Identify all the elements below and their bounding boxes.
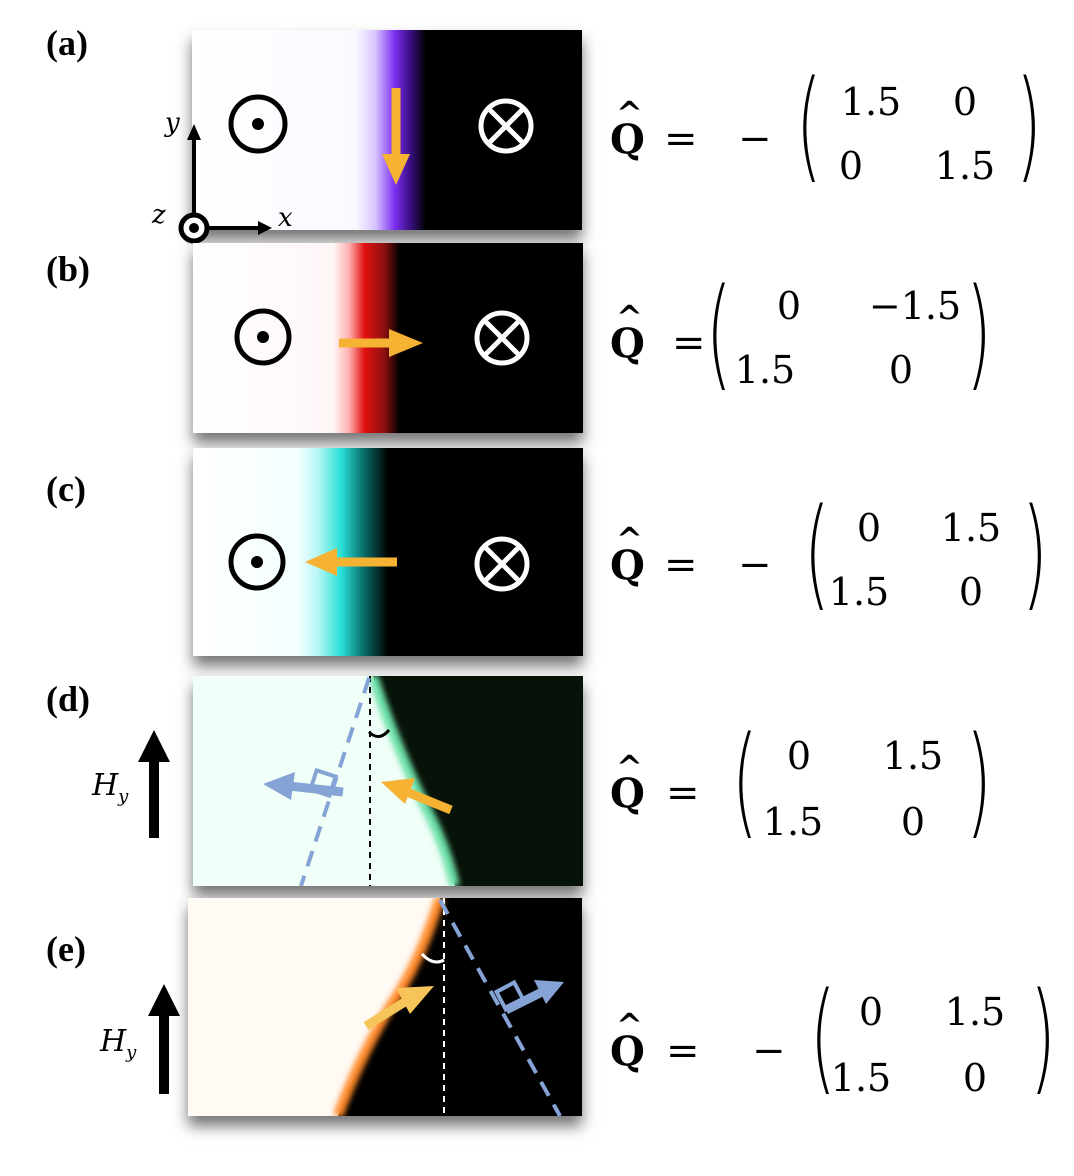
matrix-cell: 1.5 (830, 1056, 892, 1100)
magnetization-arrow-icon (382, 88, 410, 185)
wall-direction-line (438, 899, 562, 1116)
z-axis-label: z (152, 200, 166, 230)
matrix-cell: 1.5 (882, 734, 944, 778)
out-of-plane-dot-icon (234, 308, 292, 366)
wall-normal-arrow-icon (263, 767, 344, 800)
matrix-cell: 0 (952, 80, 978, 124)
angle-arc-icon (420, 952, 445, 964)
left-paren: ( (804, 484, 830, 623)
left-paren: ( (796, 56, 822, 195)
matrix-cell: 1.5 (934, 144, 996, 188)
matrix-cell: 1.5 (734, 348, 796, 392)
panel-label-d: (d) (46, 679, 90, 719)
q-symbol: ^Q (610, 298, 645, 367)
domain-wall-panel-b (193, 243, 583, 433)
matrix-cell: 0 (856, 506, 882, 550)
panel-c-background (193, 448, 583, 656)
matrix-cell: 1.5 (944, 990, 1006, 1034)
into-plane-cross-icon (474, 536, 530, 592)
equation-d: ^Q = ( 0 1.5 1.5 0 ) (610, 722, 1060, 856)
q-symbol: ^Q (610, 520, 645, 589)
panel-d-dark-domain (373, 676, 583, 886)
panel-label-e: (e) (46, 929, 86, 969)
angle-arc-icon (367, 728, 391, 738)
field-label-d: Hy (92, 768, 129, 807)
panel-d-image (193, 676, 583, 886)
panel-a-image (192, 30, 582, 230)
matrix-cell: 1.5 (940, 506, 1002, 550)
matrix-cell: 1.5 (840, 80, 902, 124)
equation-c: ^Q = − ( 0 1.5 1.5 0 ) (610, 494, 1060, 630)
equation-a: ^Q = − ( 1.5 0 0 1.5 ) (610, 66, 1060, 204)
matrix-cell: 0 (962, 1056, 988, 1100)
equals-sign: = (666, 770, 700, 816)
panel-e-dark-domain (338, 898, 582, 1116)
equation-e: ^Q = − ( 0 1.5 1.5 0 ) (610, 978, 1060, 1114)
magnetization-arrow-icon (339, 329, 423, 357)
magnetization-arrow-icon (381, 778, 453, 815)
right-paren: ) (1030, 968, 1056, 1107)
magnetization-arrow-icon (305, 548, 397, 576)
out-of-plane-dot-icon (228, 533, 286, 591)
right-paren: ) (1016, 56, 1042, 195)
matrix-sign: − (752, 1028, 786, 1074)
into-plane-cross-icon (478, 98, 534, 154)
field-arrow-d-icon (138, 730, 170, 838)
equals-sign: = (664, 116, 698, 162)
matrix-cell: 0 (958, 570, 984, 614)
domain-wall-panel-d (193, 676, 583, 886)
field-arrow-e-icon (148, 984, 180, 1094)
left-paren: ( (706, 264, 732, 403)
q-symbol: ^Q (610, 94, 645, 163)
matrix-sign: − (738, 542, 772, 588)
domain-wall-panel-e (188, 898, 582, 1116)
magnetization-arrow-icon (363, 986, 434, 1030)
panel-label-a: (a) (46, 23, 88, 63)
panel-d-domain-wall (368, 676, 460, 886)
matrix-cell: 0 (776, 284, 802, 328)
panel-a-background (192, 30, 582, 230)
matrix-cell: 0 (900, 800, 926, 844)
matrix-cell: −1.5 (868, 284, 962, 328)
equals-sign: = (666, 1028, 700, 1074)
right-paren: ) (1022, 484, 1048, 623)
q-symbol: ^Q (610, 748, 645, 817)
matrix-cell: 0 (858, 990, 884, 1034)
panel-b-image (193, 243, 583, 433)
matrix-cell: 1.5 (762, 800, 824, 844)
coordinate-axes-icon (178, 124, 272, 244)
right-paren: ) (966, 712, 992, 851)
panel-label-c: (c) (46, 469, 86, 509)
left-paren: ( (810, 968, 836, 1107)
equals-sign: = (664, 542, 698, 588)
equals-sign: = (672, 320, 706, 366)
panel-label-b: (b) (46, 249, 90, 289)
left-paren: ( (732, 712, 758, 851)
panel-e-image (188, 898, 582, 1116)
matrix-cell: 0 (888, 348, 914, 392)
equation-b: ^Q = ( 0 −1.5 1.5 0 ) (610, 274, 1060, 412)
field-label-e: Hy (100, 1024, 137, 1063)
matrix-cell: 0 (786, 734, 812, 778)
domain-wall-panel-a (192, 30, 582, 230)
matrix-cell: 1.5 (828, 570, 890, 614)
into-plane-cross-icon (474, 310, 530, 366)
y-axis-label: y (165, 108, 180, 138)
x-axis-label: x (278, 203, 293, 233)
q-symbol: ^Q (610, 1006, 645, 1075)
matrix-sign: − (738, 116, 772, 162)
domain-wall-panel-c (193, 448, 583, 656)
wall-normal-arrow-icon (493, 979, 564, 1015)
panel-c-image (193, 448, 583, 656)
matrix-cell: 0 (838, 144, 864, 188)
right-paren: ) (966, 264, 992, 403)
out-of-plane-dot-icon (228, 94, 288, 154)
